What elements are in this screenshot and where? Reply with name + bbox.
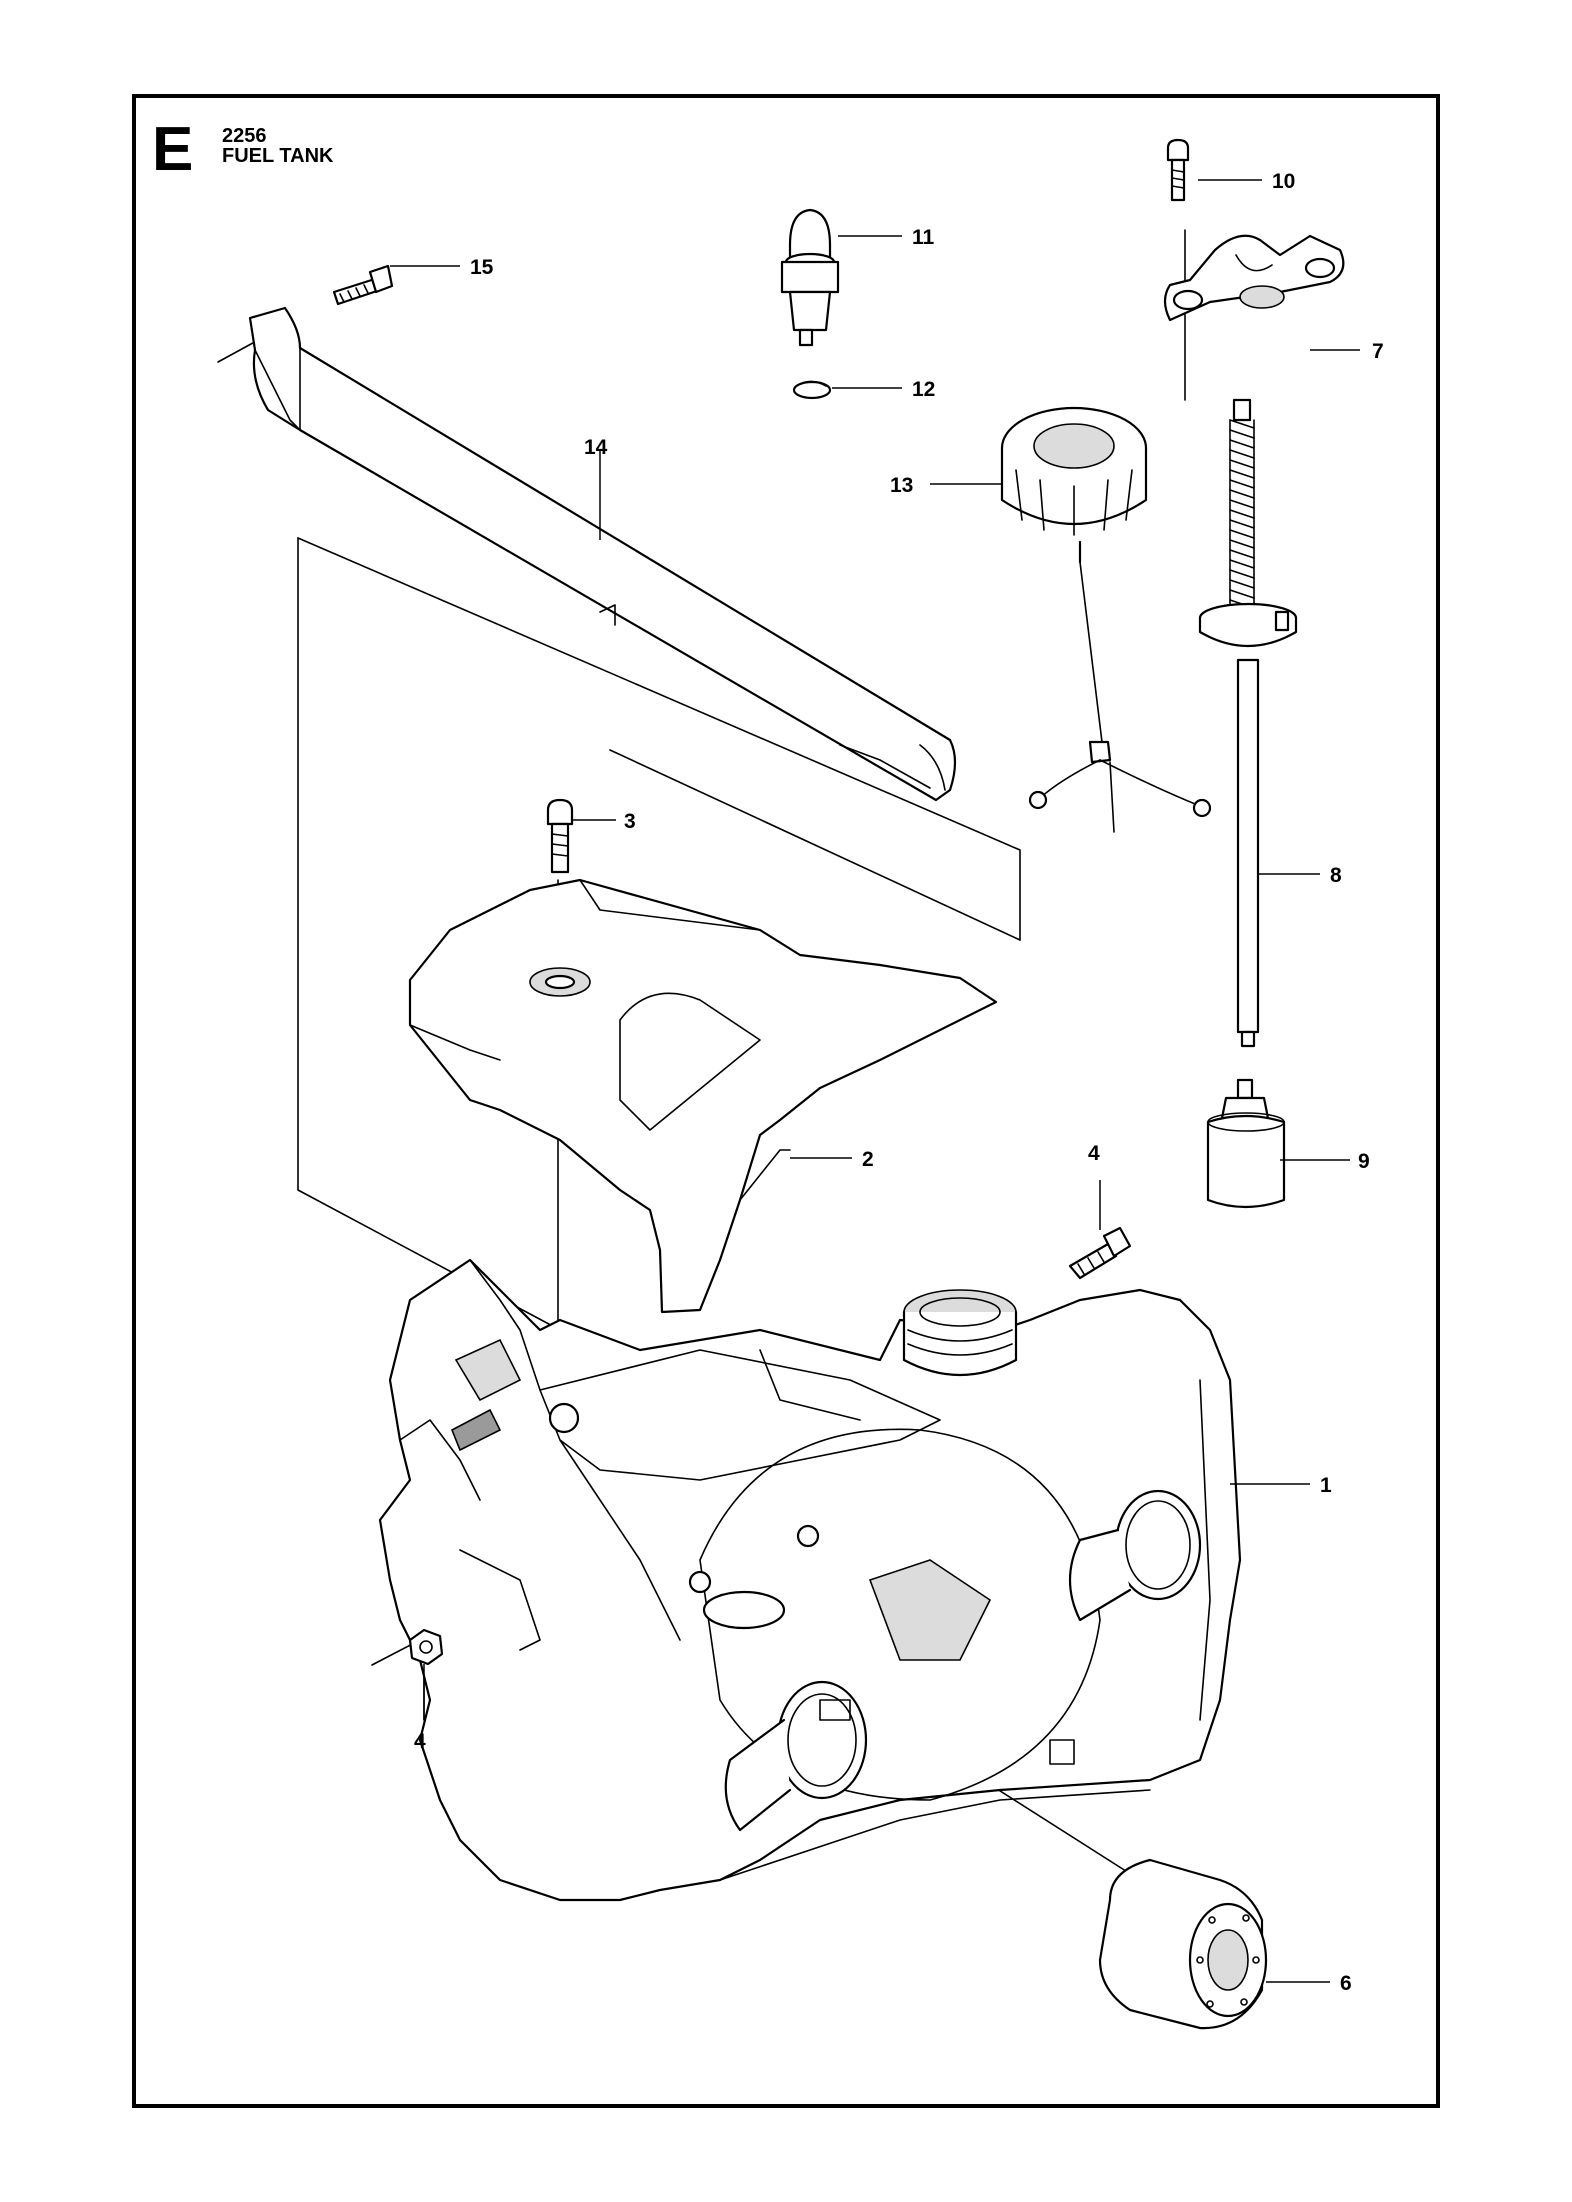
- callout-8: 8: [1330, 864, 1342, 887]
- callout-7: 7: [1372, 340, 1384, 363]
- leader-lines: [390, 179, 1360, 1983]
- callout-11: 11: [912, 226, 935, 249]
- callout-1: 1: [1320, 1474, 1332, 1497]
- part-11-primer-bulb: [780, 208, 840, 347]
- part-9-fuel-filter: [1206, 1078, 1286, 1209]
- callout-10: 10: [1272, 170, 1295, 193]
- diagram-header: E 2256 FUEL TANK: [152, 115, 334, 184]
- callout-3: 3: [624, 810, 636, 833]
- part-3-screw: [546, 798, 574, 874]
- callout-2: 2: [862, 1148, 874, 1171]
- callout-labels: 10 11 15 12 7 14 13 3 8 2 4 9 1 4 6: [414, 170, 1384, 1995]
- hose-spring: [1229, 419, 1255, 611]
- part-6-damper: [1098, 1858, 1268, 2030]
- part-4-nut-lower: [408, 1628, 444, 1666]
- section-letter: E: [152, 115, 193, 184]
- diagram-frame: [132, 94, 1440, 2108]
- part-13-fuel-cap: [1000, 406, 1212, 833]
- part-12-clamp: [792, 380, 832, 400]
- callout-12: 12: [912, 378, 935, 401]
- part-2-cover: [408, 878, 998, 1314]
- part-8-fuel-hose: [1198, 398, 1298, 1048]
- part-1-fuel-tank: [378, 1258, 1242, 1902]
- part-4-screw-upper: [1068, 1226, 1132, 1280]
- part-7-bracket: [1163, 234, 1345, 322]
- part-10-screw: [1166, 138, 1190, 202]
- callout-4-upper: 4: [1088, 1142, 1100, 1165]
- callout-4-lower: 4: [414, 1730, 426, 1753]
- callout-15: 15: [470, 256, 494, 279]
- part-15-screw: [332, 264, 394, 306]
- callout-13: 13: [890, 474, 913, 497]
- callout-9: 9: [1358, 1150, 1370, 1173]
- section-title: FUEL TANK: [222, 145, 334, 167]
- section-code: 2256: [222, 125, 267, 147]
- part-14-handle-tube: [248, 306, 957, 802]
- callout-6: 6: [1340, 1972, 1352, 1995]
- callout-14: 14: [584, 436, 608, 459]
